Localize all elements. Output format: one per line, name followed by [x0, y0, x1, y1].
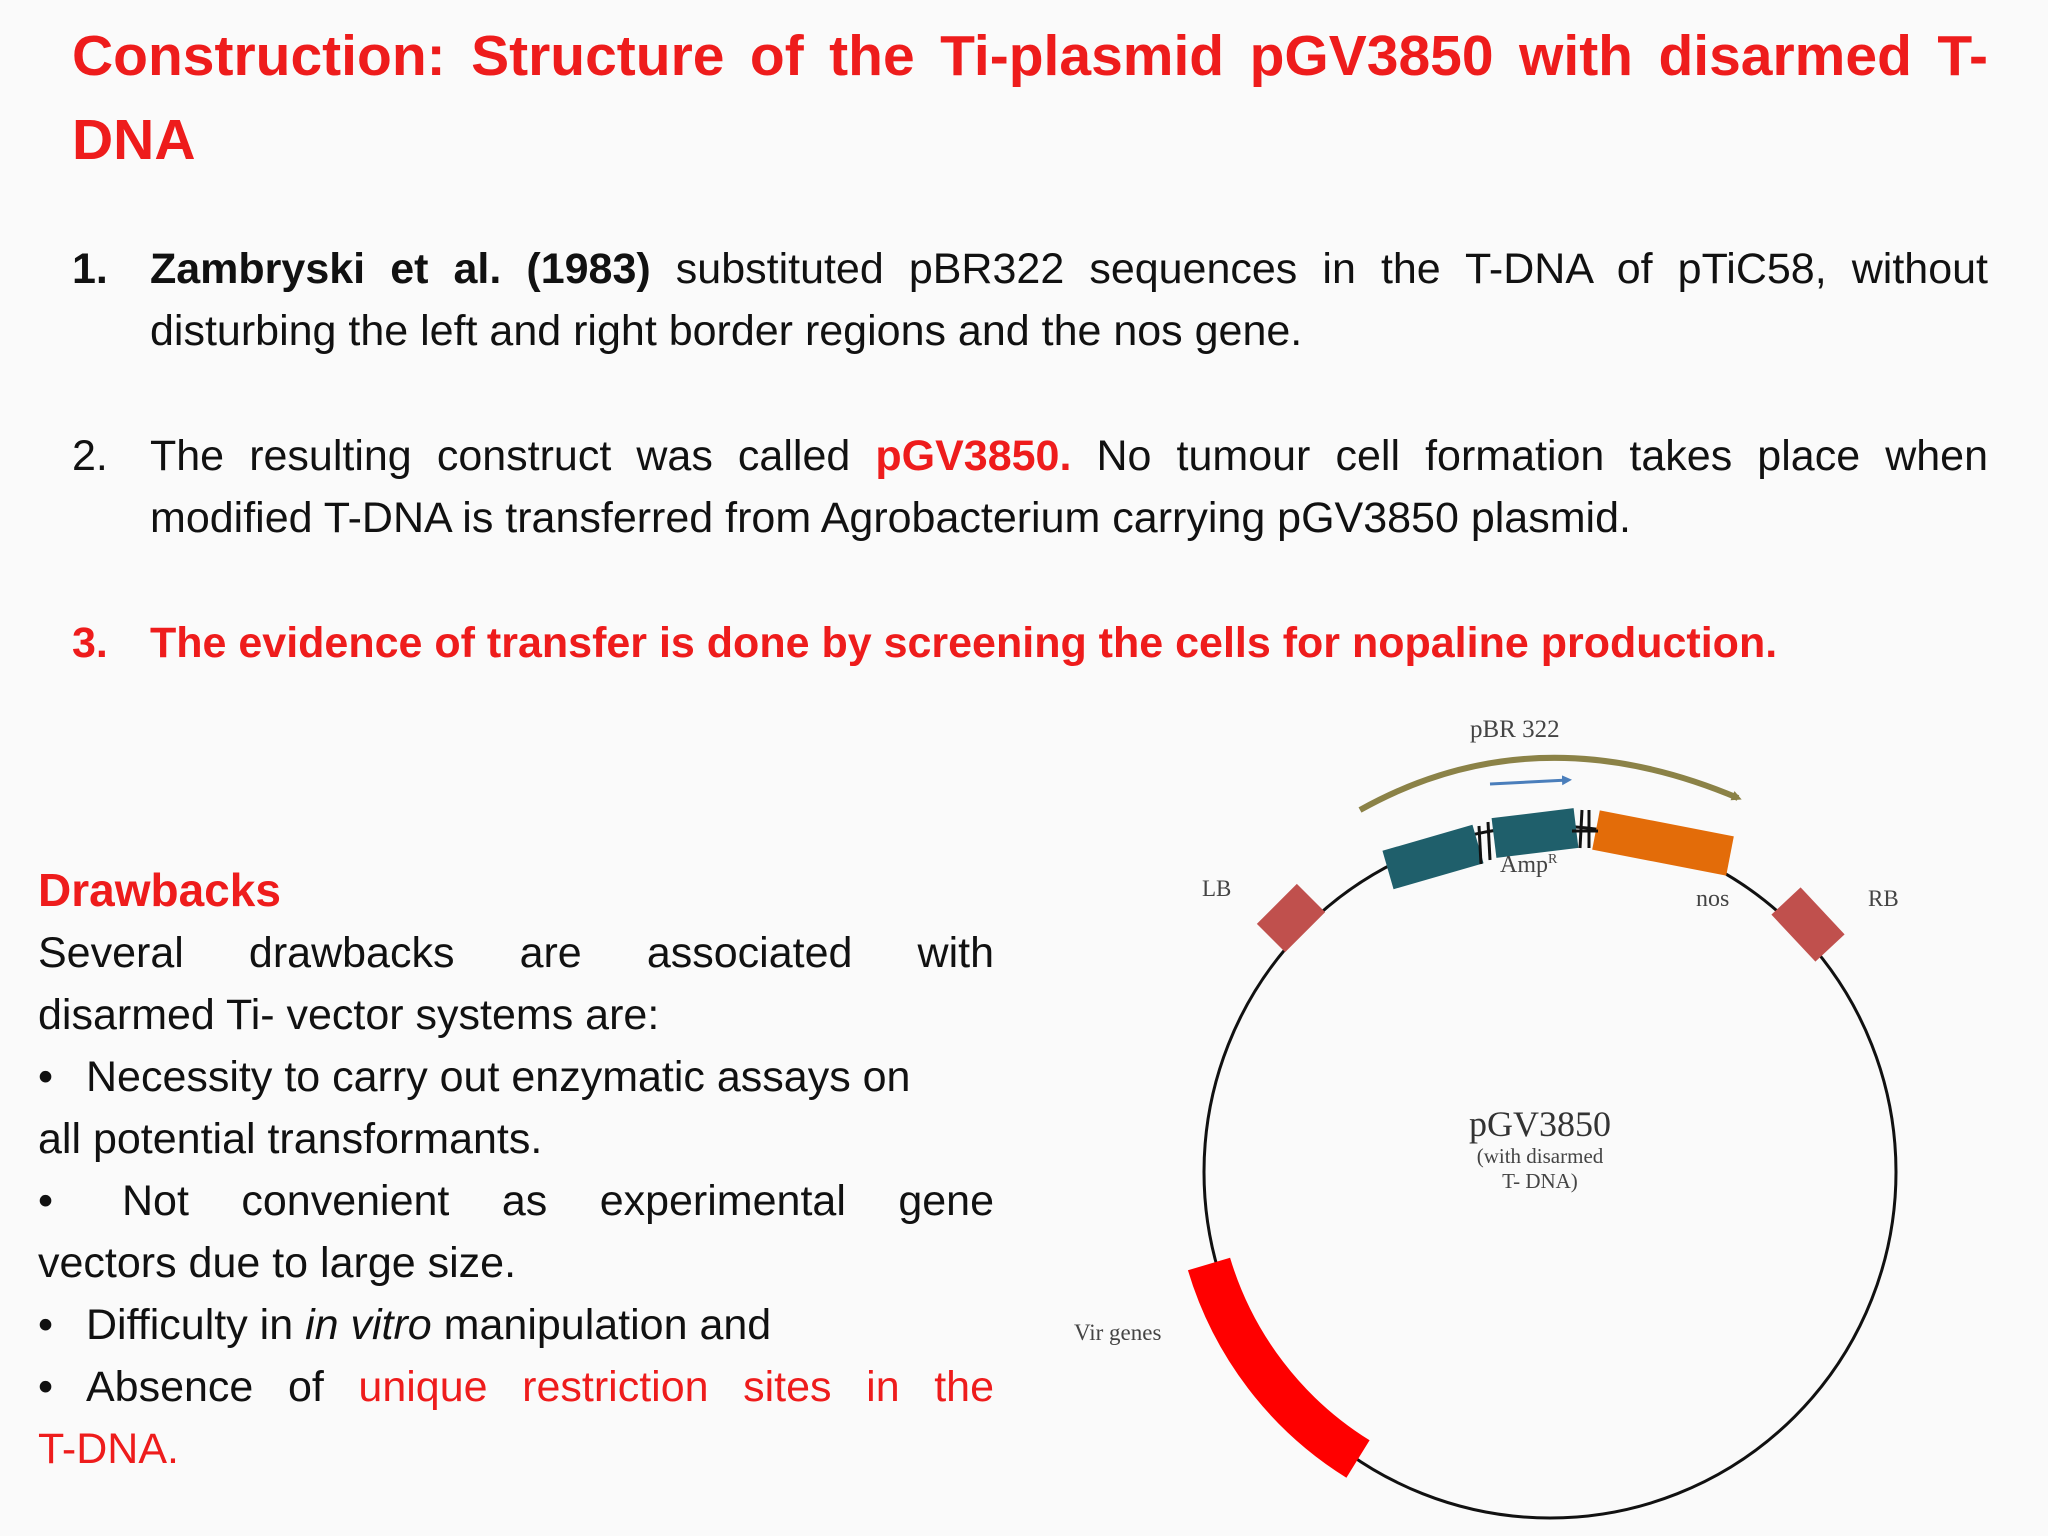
left-border-segment — [1256, 883, 1326, 953]
drawbacks-section: Drawbacks Several drawbacks are associat… — [38, 858, 994, 1480]
junction-tick-2 — [1486, 821, 1492, 861]
point-1-number: 1. — [72, 245, 108, 293]
point-2-highlight: pGV3850. — [875, 432, 1072, 480]
drawback-item-3-italic: in vitro — [305, 1301, 432, 1349]
point-3: 3. The evidence of transfer is done by s… — [72, 612, 1988, 674]
drawback-item-4: • Absence of unique restriction sites in … — [38, 1356, 994, 1418]
drawback-item-1: • Necessity to carry out enzymatic assays… — [38, 1046, 994, 1108]
plasmid-diagram: pBR 322 AmpR nos LB RB Vir genes pGV3850… — [1060, 700, 2020, 1536]
plasmid-center-label: pGV3850 (with disarmed T- DNA) — [1390, 1104, 1690, 1194]
bullet-1: • — [38, 1053, 54, 1101]
drawback-item-1-line-2: all potential transformants. — [38, 1115, 543, 1163]
drawback-item-4-line-2: T-DNA. — [38, 1425, 179, 1473]
point-1-text: substituted pBR322 sequences in the T-DN… — [150, 245, 1988, 355]
point-1: 1. Zambryski et al. (1983) substituted p… — [72, 238, 1988, 362]
point-2-text-after: No tumour cell formation takes place whe… — [150, 432, 1988, 542]
pbr322-segment-1 — [1382, 824, 1484, 890]
vir-genes-segment — [1187, 1257, 1370, 1478]
nos-gene-segment — [1592, 810, 1734, 876]
drawback-item-4-before: Absence of — [86, 1363, 359, 1411]
drawback-item-1-line-1: Necessity to carry out enzymatic assays … — [86, 1053, 911, 1101]
vir-genes-label: Vir genes — [1074, 1320, 1162, 1345]
plasmid-map-svg — [1187, 754, 1898, 1520]
pbr322-label: pBR 322 — [1470, 716, 1560, 743]
plasmid-name: pGV3850 — [1469, 1104, 1611, 1144]
point-2-number: 2. — [72, 432, 108, 480]
drawbacks-intro-line-2: disarmed Ti- vector systems are: — [38, 991, 660, 1039]
nos-label: nos — [1696, 886, 1730, 912]
junction-tick-3 — [1578, 809, 1584, 849]
point-1-lead: Zambryski et al. (1983) — [150, 245, 651, 293]
drawback-item-2: • Not convenient as experimental gene — [38, 1170, 994, 1232]
point-2: 2. The resulting construct was called pG… — [72, 425, 1988, 549]
ampr-label-text: Amp — [1500, 852, 1548, 878]
ampr-label-sup: R — [1548, 852, 1558, 867]
right-border-segment — [1771, 887, 1845, 962]
junction-tick-1 — [1477, 825, 1483, 865]
bullet-2: • — [38, 1177, 54, 1225]
drawback-item-3-before: Difficulty in — [86, 1301, 306, 1349]
bullet-3: • — [38, 1301, 54, 1349]
drawback-item-2-line-1: Not convenient as experimental gene — [122, 1177, 994, 1225]
pbr322-span-arc — [1358, 754, 1742, 813]
slide-title: Construction: Structure of the Ti-plasmi… — [72, 24, 1988, 172]
drawback-item-3: • Difficulty in in vitro manipulation and — [38, 1294, 994, 1356]
drawbacks-intro-line-1: Several drawbacks are associated with — [38, 929, 994, 977]
drawback-item-4-red: unique restriction sites in the — [358, 1363, 994, 1411]
drawback-item-3-after: manipulation and — [431, 1301, 772, 1349]
rb-label: RB — [1868, 886, 1899, 911]
point-2-text-before: The resulting construct was called — [150, 432, 876, 480]
ampr-direction-arrow — [1489, 775, 1572, 786]
point-3-text: The evidence of transfer is done by scre… — [150, 619, 1778, 667]
plasmid-subtitle-line-2: T- DNA) — [1502, 1169, 1578, 1193]
plasmid-subtitle-line-1: (with disarmed — [1476, 1144, 1604, 1168]
pbr322-segment-2 — [1491, 808, 1579, 858]
drawbacks-heading: Drawbacks — [38, 864, 281, 916]
drawbacks-body: Several drawbacks are associated with di… — [38, 922, 994, 1480]
bullet-4: • — [38, 1363, 54, 1411]
lb-label: LB — [1202, 876, 1232, 901]
point-3-number: 3. — [72, 619, 108, 667]
ampr-label: AmpR — [1500, 852, 1557, 879]
drawback-item-2-line-2: vectors due to large size. — [38, 1239, 517, 1287]
